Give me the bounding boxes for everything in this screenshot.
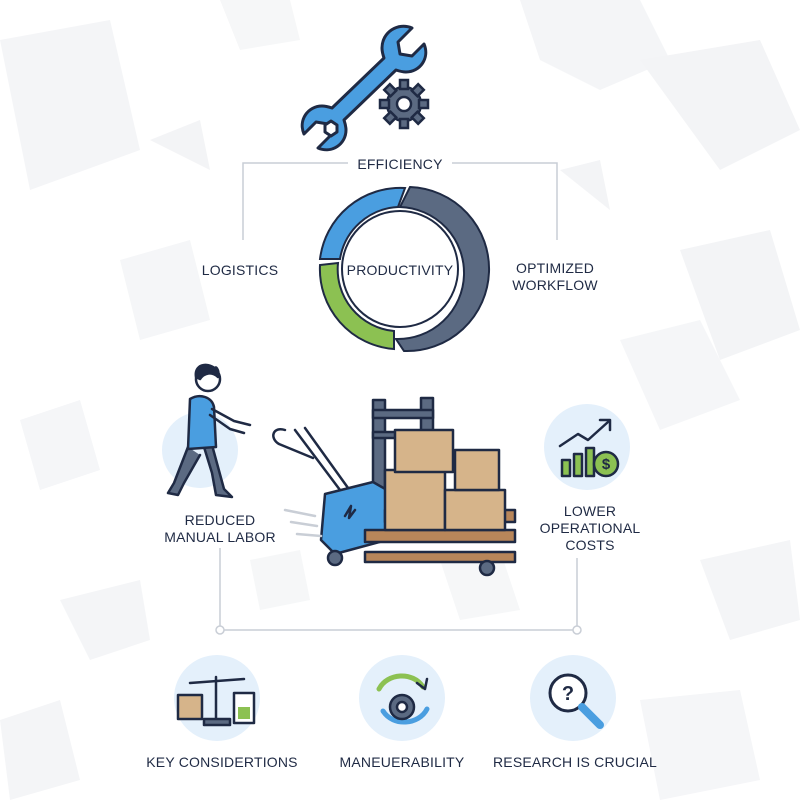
logistics-label: LOGISTICS bbox=[201, 262, 279, 278]
reduced-manual-labor-label: REDUCED MANUAL LABOR bbox=[150, 512, 290, 546]
cycle-segment-green bbox=[318, 261, 395, 351]
lower-operational-costs-line3: COSTS bbox=[565, 537, 615, 553]
productivity-cycle bbox=[318, 185, 491, 353]
reduced-manual-labor-line1: REDUCED bbox=[184, 512, 256, 528]
key-considerations-label: KEY CONSIDERTIONS bbox=[146, 754, 298, 770]
efficiency-label: EFFICIENCY bbox=[357, 156, 443, 172]
svg-text:$: $ bbox=[602, 456, 611, 473]
scale-battery-icon bbox=[174, 655, 260, 741]
research-is-crucial-label: RESEARCH IS CRUCIAL bbox=[492, 754, 658, 770]
lower-operational-costs-line1: LOWER bbox=[563, 503, 617, 519]
reduced-manual-labor-line2: MANUAL LABOR bbox=[164, 529, 276, 545]
rotate-wheel-icon bbox=[359, 655, 445, 741]
lower-operational-costs-line2: OPERATIONAL bbox=[539, 520, 641, 536]
walking-person-icon bbox=[162, 363, 252, 499]
svg-text:?: ? bbox=[562, 683, 574, 705]
cycle-segment-blue bbox=[318, 186, 407, 260]
wrench-gear-icon bbox=[300, 24, 430, 152]
productivity-label: PRODUCTIVITY bbox=[346, 262, 454, 278]
magnifier-question-icon: ? bbox=[530, 655, 616, 741]
optimized-workflow-line2: WORKFLOW bbox=[512, 277, 598, 293]
optimized-workflow-line1: OPTIMIZED bbox=[515, 260, 595, 276]
lower-operational-costs-label: LOWER OPERATIONAL COSTS bbox=[530, 503, 650, 554]
pallet-jack-icon bbox=[272, 396, 517, 577]
growth-chart-dollar-icon: $ bbox=[544, 404, 630, 490]
optimized-workflow-label: OPTIMIZED WORKFLOW bbox=[500, 260, 610, 294]
maneuverability-label: MANEUERABILITY bbox=[339, 754, 465, 770]
cycle-segment-slate bbox=[394, 185, 491, 353]
